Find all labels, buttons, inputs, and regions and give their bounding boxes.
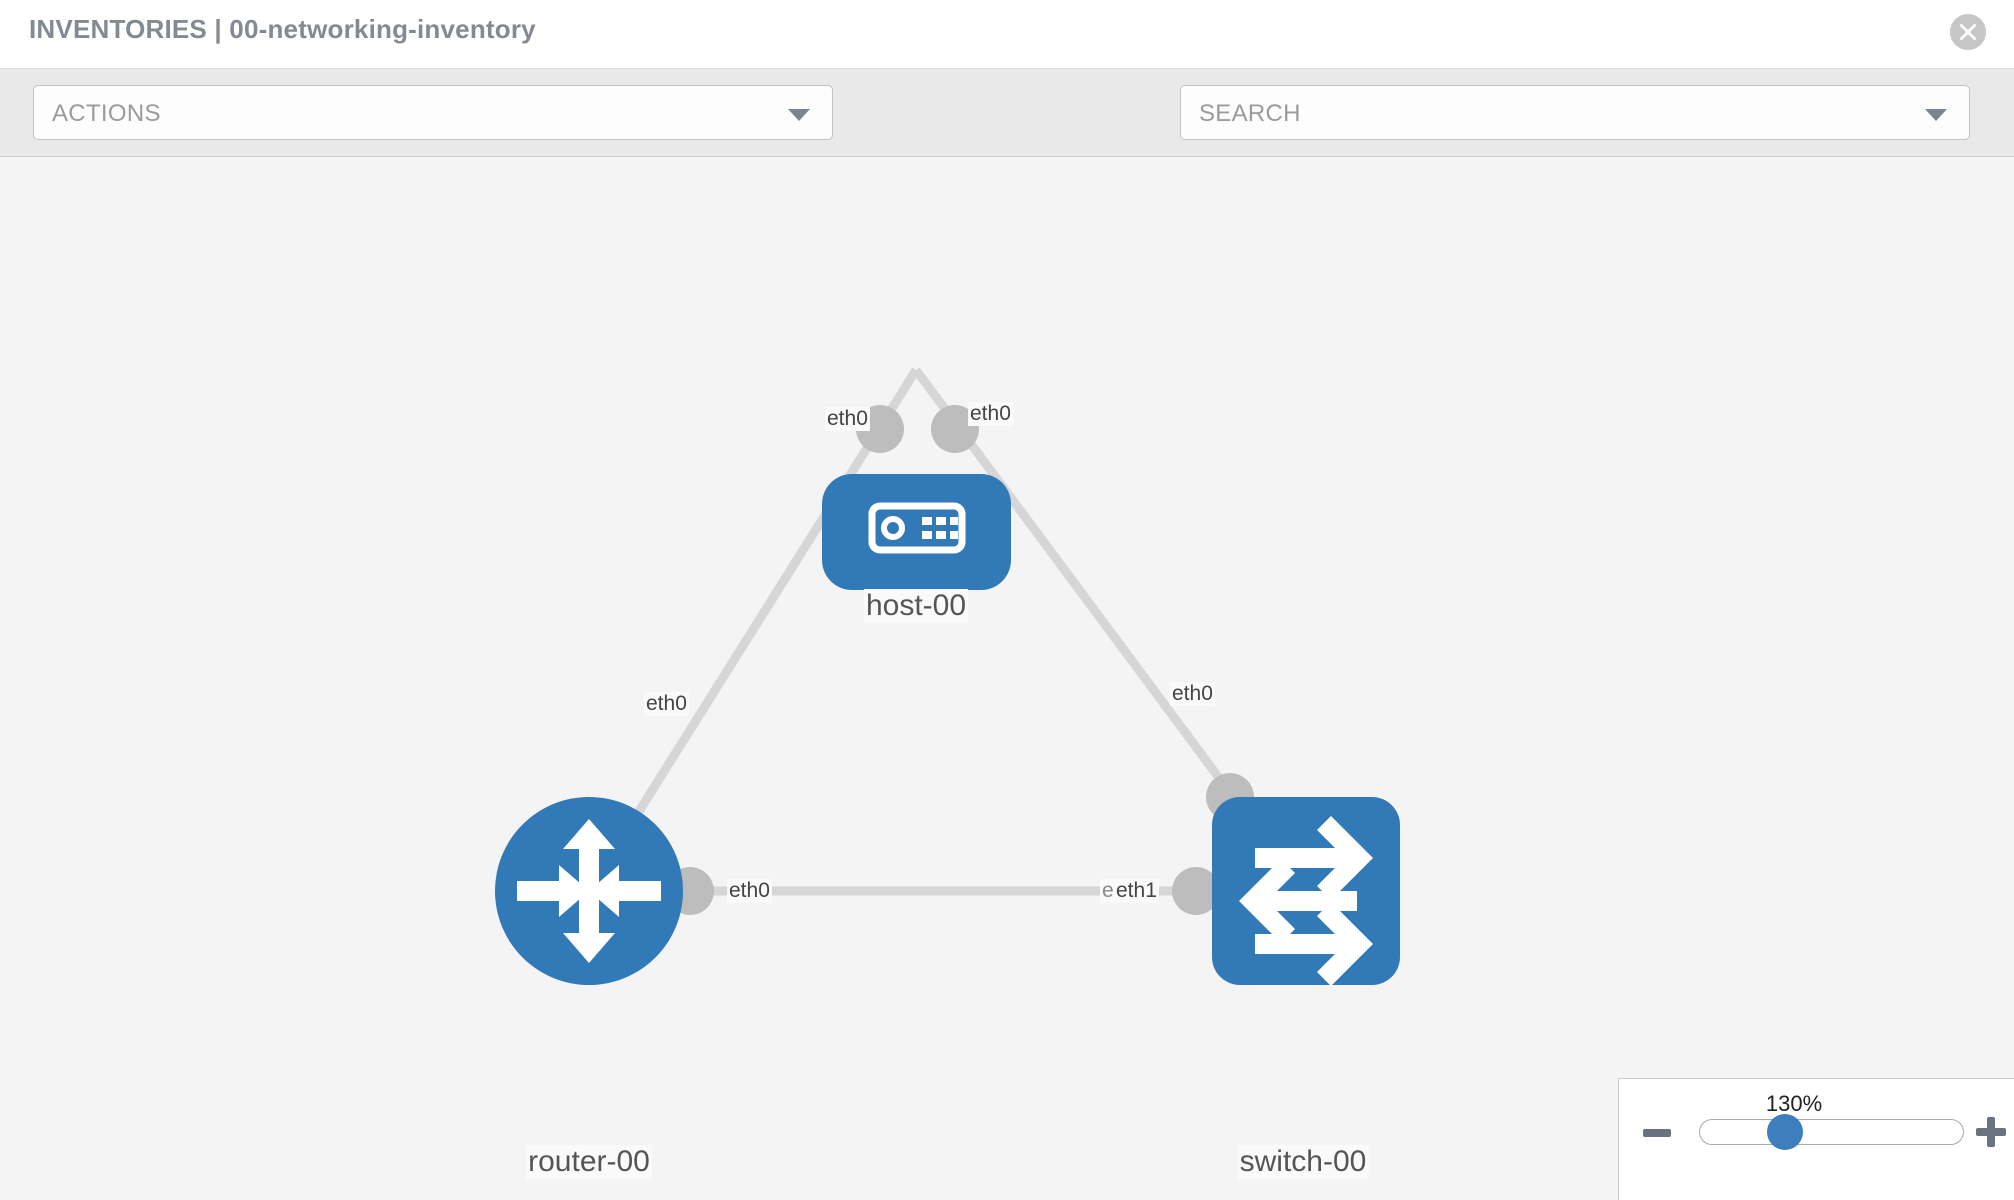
chevron-down-icon[interactable] bbox=[1925, 109, 1947, 121]
topology-graph bbox=[495, 367, 1400, 986]
link-connector bbox=[1172, 867, 1220, 915]
search-input[interactable]: SEARCH bbox=[1180, 85, 1970, 140]
zoom-out-button[interactable] bbox=[1643, 1129, 1671, 1137]
link-connector bbox=[931, 405, 979, 453]
actions-dropdown-label: ACTIONS bbox=[52, 100, 161, 127]
zoom-control-panel: 130% bbox=[1618, 1078, 2014, 1200]
zoom-level-value: 130% bbox=[1765, 1091, 1823, 1116]
link-host-router bbox=[585, 367, 920, 894]
node-router-00 bbox=[495, 797, 683, 985]
zoom-slider-track[interactable] bbox=[1699, 1119, 1964, 1145]
link-label-router-switch-target: eth1 bbox=[1114, 879, 1159, 903]
link-label-router-switch-source: eth0 bbox=[727, 879, 772, 903]
topology-canvas[interactable]: eth0 eth0 eth0 eth0 eth0 eth eth1 host-0… bbox=[0, 157, 2014, 1200]
zoom-in-button[interactable] bbox=[1976, 1117, 2006, 1147]
node-host-00 bbox=[822, 474, 1011, 590]
node-label-switch-00: switch-00 bbox=[1237, 1145, 1369, 1179]
zoom-slider-handle[interactable] bbox=[1767, 1114, 1803, 1150]
chevron-down-icon bbox=[788, 109, 810, 121]
node-label-host-00: host-00 bbox=[863, 589, 969, 623]
toolbar: ACTIONS SEARCH bbox=[0, 69, 2014, 198]
close-icon[interactable] bbox=[1950, 14, 1986, 50]
link-label-host-router-target: eth0 bbox=[644, 692, 689, 716]
link-label-host-switch-target: eth0 bbox=[1170, 682, 1215, 706]
page-title: INVENTORIES | 00-networking-inventory bbox=[29, 14, 536, 44]
link-label-host-switch-source: eth0 bbox=[968, 402, 1013, 426]
page-header: INVENTORIES | 00-networking-inventory bbox=[0, 0, 2014, 69]
link-label-host-router-source: eth0 bbox=[825, 407, 870, 431]
actions-dropdown[interactable]: ACTIONS bbox=[33, 85, 833, 140]
node-label-router-00: router-00 bbox=[526, 1145, 652, 1179]
node-switch-00 bbox=[1212, 797, 1400, 986]
search-placeholder: SEARCH bbox=[1199, 100, 1301, 127]
